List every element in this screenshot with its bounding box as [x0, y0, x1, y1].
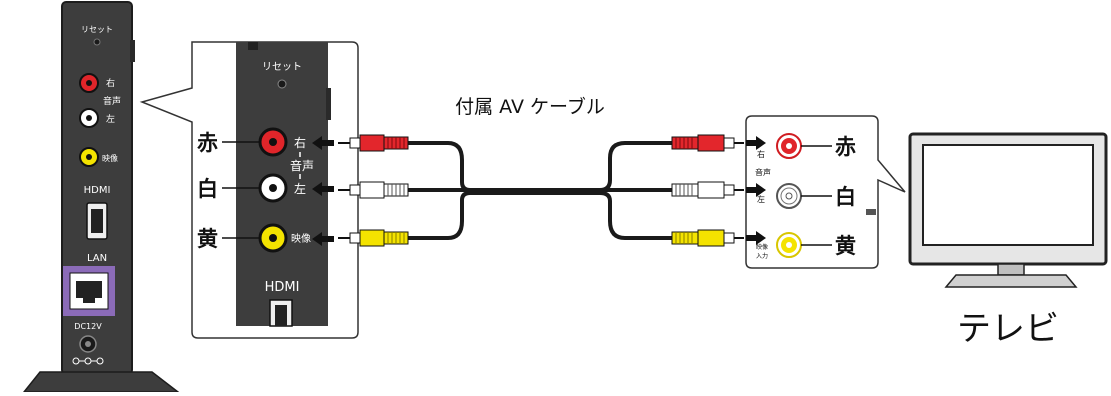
device-small-side-button [130, 40, 135, 62]
cable-label: 付属 AV ケーブル [455, 95, 605, 118]
device-zoom-reset-label: リセット [262, 61, 302, 73]
device-zoom-side-button [326, 88, 331, 120]
device-zoom-audio-left: 左 [294, 181, 306, 196]
device-small-hdmi-label: HDMI [84, 185, 111, 196]
device-zoom-color-red: 赤 [197, 131, 218, 155]
device-zoom-hdmi-label: HDMI [265, 280, 300, 295]
tv-panel-color-white: 白 [835, 185, 856, 209]
device-small-audio-word: 音声 [103, 95, 121, 107]
device-small-lan-label: LAN [87, 253, 107, 264]
device-small-reset-hole [93, 38, 101, 46]
cable-plug-white-left [338, 181, 409, 199]
device-zoom-color-white: 白 [197, 177, 218, 201]
tv-panel-audio-word: 音声 [755, 167, 771, 177]
device-small-stand [22, 371, 181, 393]
tv-neck [997, 263, 1025, 276]
dc-polarity-icon [72, 357, 104, 365]
device-zoom: リセット 右 音声 左 映像 HDMI [236, 42, 331, 327]
device-small-video-label: 映像 [102, 153, 118, 163]
arrow-left-icon [312, 136, 334, 246]
device-zoom-reset-hole [277, 79, 287, 89]
tv-panel-color-red: 赤 [835, 135, 856, 159]
arrow-right-icon [746, 136, 766, 245]
device-small-audio-left: 左 [106, 113, 115, 125]
tv-stand [944, 274, 1078, 288]
tv-panel-video-label: 映像 [756, 243, 768, 251]
cable-plug-red-right [671, 134, 744, 152]
device-zoom-audio-word: 音声 [290, 158, 314, 173]
tv-panel-audio-left: 左 [757, 194, 765, 204]
tv-panel-audio-right: 右 [757, 149, 765, 159]
cable-plug-red-left [338, 134, 409, 152]
device-small-audio-right: 右 [106, 77, 115, 89]
cable-plug-yellow-left [338, 229, 409, 247]
device-small-dc-label: DC12V [74, 322, 102, 331]
tv-screen [922, 144, 1094, 246]
device-zoom-color-yellow: 黄 [197, 227, 218, 251]
tv-label: テレビ [957, 309, 1059, 349]
tv-panel-input-label: 入力 [756, 252, 768, 260]
cable-plug-yellow-right [671, 229, 744, 247]
device-small: リセット 右 音声 左 映像 HDMI LAN DC12V [22, 1, 181, 393]
tv-panel-color-yellow: 黄 [835, 234, 856, 258]
tv-input-panel: 右 音声 左 映像 入力 赤 白 黄 [746, 133, 856, 260]
device-zoom-audio-right: 右 [294, 135, 306, 150]
tv-side-port [866, 209, 876, 215]
av-cable: 付属 AV ケーブル [338, 95, 744, 247]
cable-plug-white-right [671, 181, 744, 199]
device-small-reset-label: リセット [81, 25, 113, 34]
tv: テレビ [866, 132, 1108, 349]
device-zoom-video-label: 映像 [291, 233, 311, 245]
